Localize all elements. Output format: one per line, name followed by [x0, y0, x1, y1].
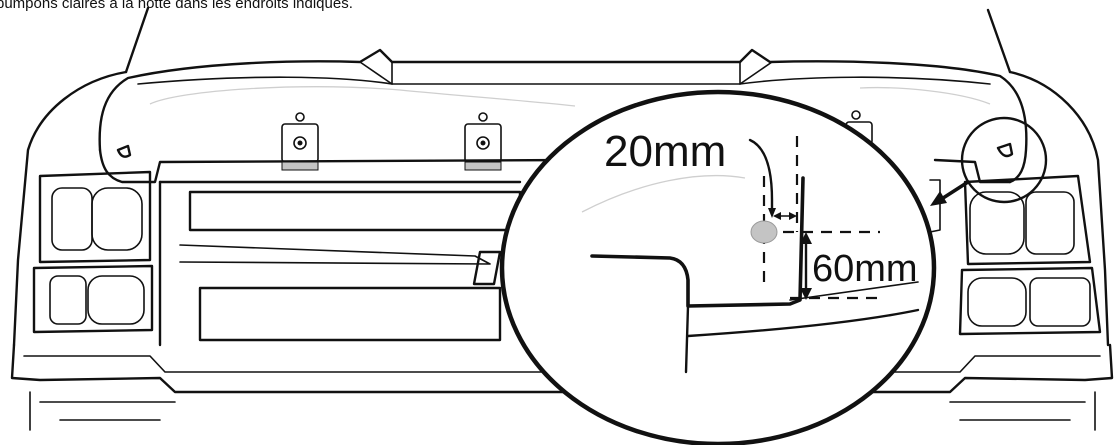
left-vent-slot — [116, 144, 132, 158]
dimension-20mm-leader — [748, 138, 774, 216]
left-fender — [12, 70, 128, 347]
bumper-placement-marker — [750, 220, 778, 244]
target-location-circle — [930, 116, 1048, 206]
mounting-clip-left — [281, 112, 319, 171]
instruction-caption: bumpons claires à la hotte dans les endr… — [0, 0, 353, 12]
grille-emblem — [472, 250, 502, 286]
panel-edge — [684, 304, 690, 374]
panel-seam — [686, 308, 920, 338]
mounting-clip-center — [464, 112, 502, 171]
left-headlight — [32, 170, 154, 334]
right-a-pillar — [986, 8, 1012, 74]
detail-callout: 20mm 60mm — [499, 89, 937, 445]
right-vent-slot — [996, 142, 1014, 158]
hood-deflector — [98, 48, 1028, 184]
vehicle-front — [10, 6, 1114, 431]
right-fender — [1008, 70, 1110, 347]
hood-edge-outline — [590, 176, 805, 308]
left-a-pillar — [124, 6, 150, 74]
dimension-label-60mm: 60mm — [812, 248, 918, 290]
dimension-label-20mm: 20mm — [604, 127, 726, 176]
right-headlight — [958, 174, 1102, 336]
